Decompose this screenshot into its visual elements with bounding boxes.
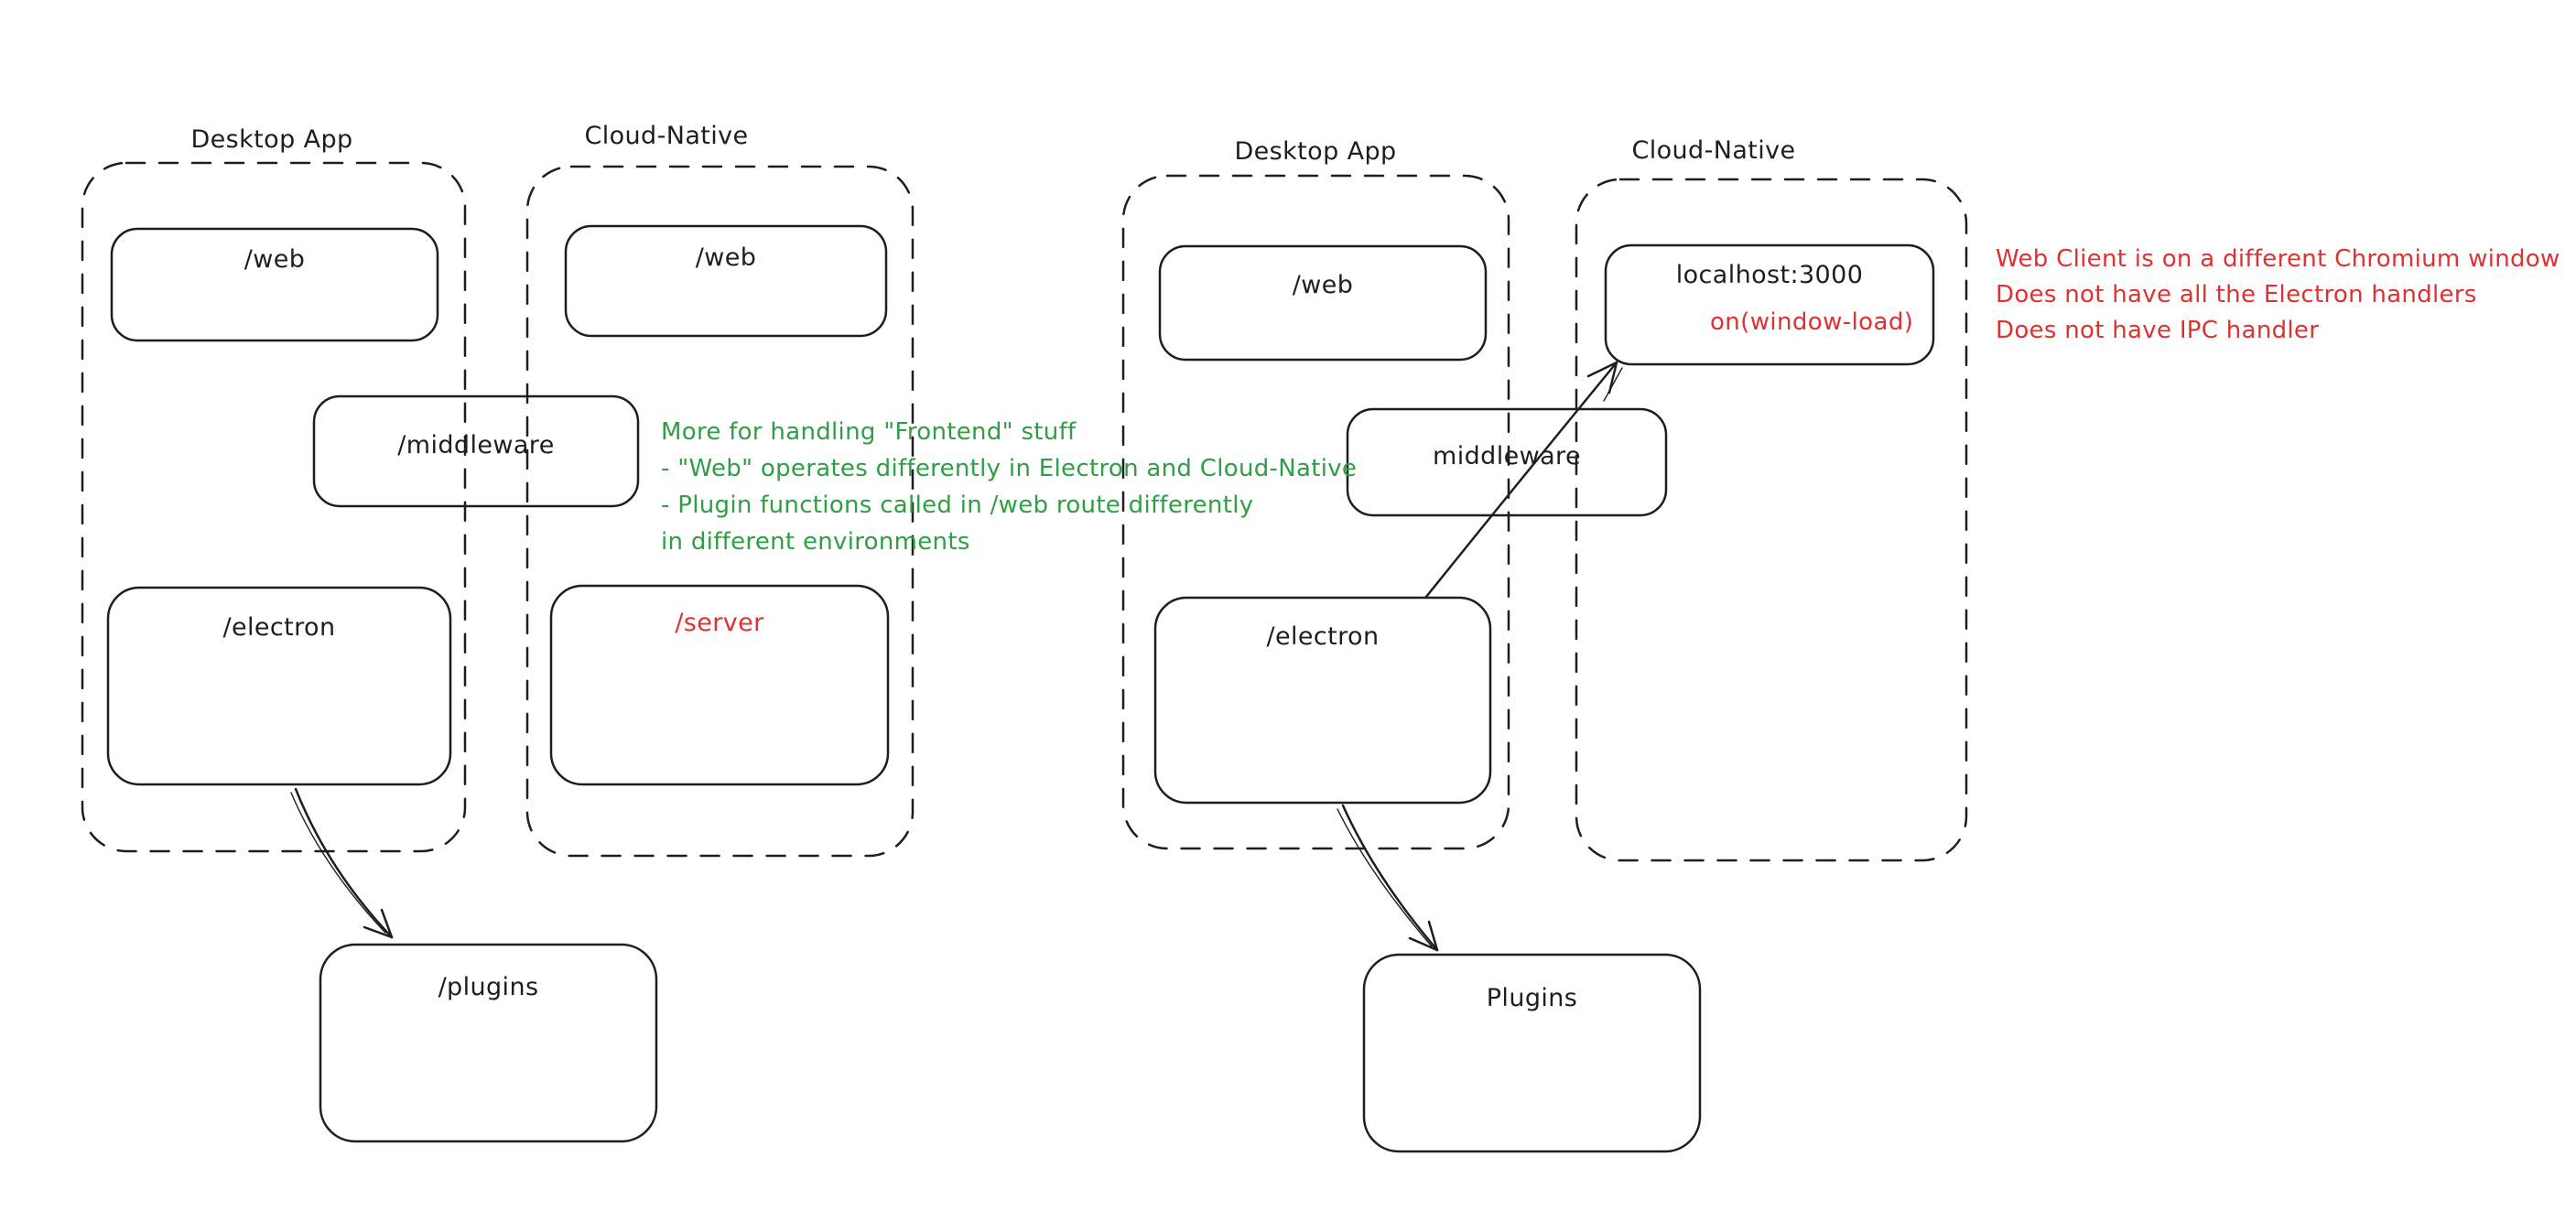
left-electron-label: /electron [222,613,336,642]
right-web-label: /web [1292,271,1354,299]
note-line: - "Web" operates differently in Electron… [661,455,1358,482]
left-electron-box [106,586,452,786]
arrow-right-electron-to-localhost [1424,361,1623,599]
right-electron-box [1153,596,1492,805]
right-cloud-native-container [1575,178,1968,862]
left-annotation-note: More for handling "Frontend" stuff - "We… [661,414,1357,560]
left-cloud-web-label: /web [695,243,757,272]
right-electron-label: /electron [1266,622,1380,651]
left-plugins-box [319,943,658,1143]
note-line: Does not have all the Electron handlers [1996,281,2477,308]
note-line: - Plugin functions called in /web route … [661,492,1254,519]
left-web-label: /web [244,245,306,274]
left-cloud-native-title: Cloud-Native [584,122,749,150]
right-localhost-box [1604,243,1935,366]
right-plugins-box [1362,953,1702,1153]
left-server-box [549,584,890,786]
right-window-load-label: on(window-load) [1710,308,1914,336]
right-middleware-box [1346,407,1668,517]
left-desktop-app-title: Desktop App [190,125,353,154]
right-middleware-label: middleware [1433,442,1581,470]
arrow-left-electron-to-plugins [290,787,394,939]
left-middleware-box [312,394,640,508]
arrow-right-electron-to-plugins [1337,804,1439,952]
right-plugins-label: Plugins [1486,984,1578,1012]
left-middleware-label: /middleware [397,431,555,459]
left-plugins-label: /plugins [438,973,539,1001]
note-line: Does not have IPC handler [1996,317,2320,344]
right-web-box [1158,244,1488,362]
left-server-label: /server [675,609,764,637]
right-desktop-app-container [1121,174,1510,850]
left-cloud-native-container [525,165,915,858]
note-line: Web Client is on a different Chromium wi… [1996,245,2560,273]
left-web-box [110,227,439,342]
note-line: in different environments [661,528,970,556]
right-desktop-app-title: Desktop App [1234,137,1397,166]
note-line: More for handling "Frontend" stuff [661,418,1077,446]
right-annotation-note: Web Client is on a different Chromium wi… [1996,242,2560,349]
left-cloud-web-box [564,224,888,338]
right-localhost-label: localhost:3000 [1675,261,1864,289]
right-cloud-native-title: Cloud-Native [1631,136,1796,165]
